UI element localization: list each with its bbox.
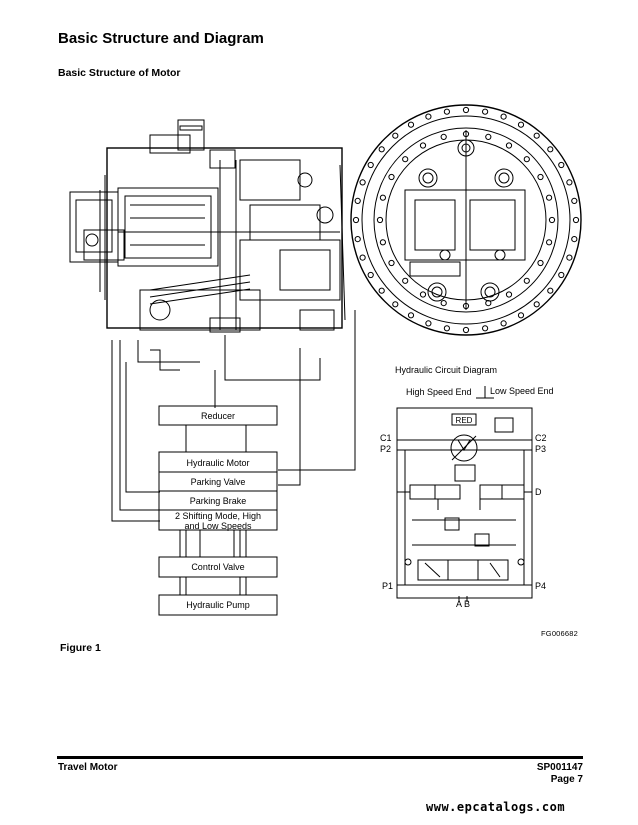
motor-end-view <box>350 104 582 336</box>
bolt-hole <box>462 106 470 114</box>
bolt-hole <box>359 179 366 186</box>
bolt-hole <box>392 301 399 308</box>
motor-cross-section <box>69 119 346 333</box>
control-valve-label: Control Valve <box>191 562 244 572</box>
bolt-hole <box>367 161 374 169</box>
bolt-hole <box>533 301 540 308</box>
control-valve-box <box>158 556 278 578</box>
footer-section: Travel Motor <box>58 762 118 773</box>
bolt-hole <box>547 287 554 294</box>
bolt-hole <box>359 254 366 261</box>
bolt-hole <box>500 320 507 327</box>
figure-caption: Figure 1 <box>60 642 101 654</box>
bolt-hole <box>537 173 544 181</box>
bolt-hole <box>485 133 492 140</box>
bolt-hole <box>352 216 360 224</box>
bolt-hole <box>571 236 578 243</box>
bolt-hole <box>505 291 513 298</box>
bolt-hole <box>482 325 489 332</box>
bolt-hole <box>402 277 409 284</box>
motor-symbol <box>450 434 478 462</box>
bolt-hole <box>443 325 450 332</box>
shifting-mode-label-2: and Low Speeds <box>184 521 252 531</box>
bolt-hole <box>378 287 385 294</box>
port-c2: C2 <box>535 433 547 443</box>
bolt-hole <box>440 133 447 140</box>
red-box <box>451 413 477 426</box>
bolt-hole <box>402 156 409 163</box>
bolt-hole <box>419 291 427 298</box>
bolt-hole <box>537 259 544 267</box>
parking-brake-label: Parking Brake <box>190 496 247 506</box>
low-speed-label: Low Speed End <box>490 386 554 396</box>
red-label: RED <box>456 416 473 425</box>
bolt-hole <box>379 194 386 201</box>
bolt-hole <box>547 146 554 153</box>
watermark-link[interactable]: www.epcatalogs.com <box>426 800 566 814</box>
hydraulic-motor-label: Hydraulic Motor <box>186 458 249 468</box>
port-ab: A B <box>456 599 470 609</box>
section-subtitle: Basic Structure of Motor <box>58 67 181 79</box>
bolt-hole <box>379 239 386 246</box>
reducer-label: Reducer <box>201 411 235 421</box>
bolt-hole <box>388 259 395 267</box>
bolt-hole <box>500 113 507 120</box>
bolt-hole <box>443 108 450 115</box>
parking-valve-label: Parking Valve <box>191 477 246 487</box>
port-p2: P2 <box>380 444 391 454</box>
port-p1: P1 <box>382 581 393 591</box>
footer-divider <box>57 756 583 759</box>
hydraulic-circuit: Hydraulic Circuit Diagram High Speed End… <box>380 365 554 609</box>
bolt-hole <box>425 113 432 120</box>
bolt-hole <box>523 156 530 163</box>
bolt-hole <box>558 271 565 279</box>
bolt-hole <box>425 320 432 327</box>
bolt-hole <box>517 312 525 319</box>
bolt-hole <box>572 216 580 224</box>
bolt-hole <box>571 197 578 204</box>
bolt-hole <box>548 216 556 224</box>
bolt-hole <box>566 254 573 261</box>
bolt-hole <box>378 146 385 153</box>
bolt-hole <box>505 142 513 149</box>
bolt-hole <box>566 179 573 186</box>
port-d: D <box>535 487 542 497</box>
figure-code: FG006682 <box>541 629 579 638</box>
port-c1: C1 <box>380 433 392 443</box>
bolt-hole <box>354 236 361 243</box>
bolt-hole <box>388 173 395 181</box>
circuit-title: Hydraulic Circuit Diagram <box>395 365 497 375</box>
bolt-hole <box>462 326 470 334</box>
bolt-hole <box>407 121 415 128</box>
circuit-frame <box>396 407 533 599</box>
bolt-hole <box>419 142 427 149</box>
bolt-hole <box>482 108 489 115</box>
bolt-hole <box>517 121 525 128</box>
bolt-hole <box>523 277 530 284</box>
hydraulic-pump-label: Hydraulic Pump <box>186 600 250 610</box>
bolt-hole <box>440 300 447 307</box>
bolt-hole <box>533 132 540 139</box>
port-p3: P3 <box>535 444 546 454</box>
reducer-box <box>158 405 278 426</box>
block-diagram: Reducer Hydraulic Motor Parking Valve Pa… <box>158 405 278 616</box>
connector-lines <box>111 310 356 595</box>
bolt-hole <box>354 197 361 204</box>
shifting-mode-label-1: 2 Shifting Mode, High <box>175 511 261 521</box>
bolt-hole <box>367 271 374 279</box>
footer-page-number: Page 7 <box>550 774 583 785</box>
port-p4: P4 <box>535 581 546 591</box>
bolt-hole <box>558 161 565 169</box>
hydraulic-pump-box <box>158 594 278 616</box>
footer-doc-number: SP001147 <box>536 762 583 773</box>
bolt-hole <box>376 216 384 224</box>
high-speed-label: High Speed End <box>406 387 472 397</box>
bolt-hole <box>392 132 399 139</box>
bolt-hole <box>407 312 415 319</box>
bolt-hole <box>546 194 553 201</box>
bolt-hole <box>546 239 553 246</box>
page-title: Basic Structure and Diagram <box>58 30 264 47</box>
